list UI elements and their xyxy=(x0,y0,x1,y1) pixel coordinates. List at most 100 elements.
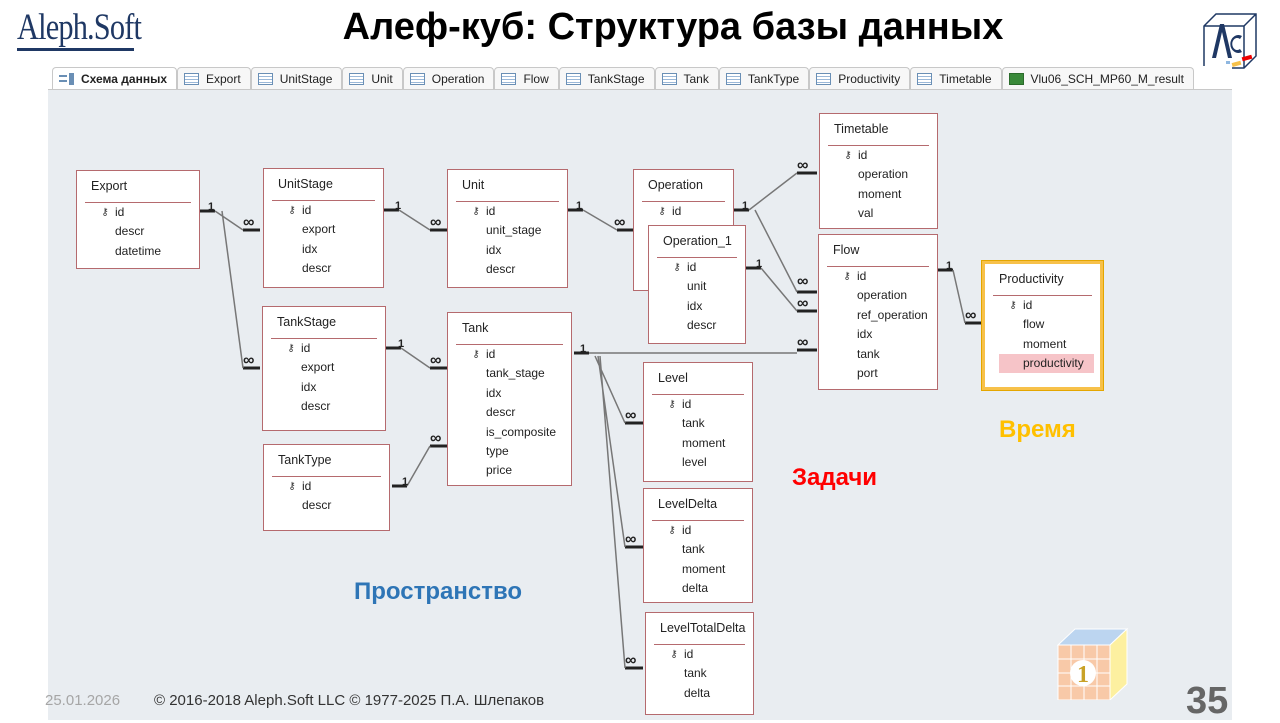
field-unit_stage[interactable]: unit_stage xyxy=(486,223,542,238)
field-price[interactable]: price xyxy=(486,463,513,478)
field-idx[interactable]: idx xyxy=(302,241,318,256)
page-number: 35 xyxy=(1186,680,1229,722)
primary-key-icon: ⚷ xyxy=(287,343,295,354)
field-operation[interactable]: operation xyxy=(857,288,908,303)
field-id[interactable]: id xyxy=(301,341,311,355)
tab-tankstage[interactable]: TankStage xyxy=(558,67,655,89)
field-tank[interactable]: tank xyxy=(682,542,705,557)
field-unit[interactable]: unit xyxy=(687,279,707,294)
field-ref_operation[interactable]: ref_operation xyxy=(857,307,928,322)
tab-timetable[interactable]: Timetable xyxy=(910,67,1002,89)
field-delta[interactable]: delta xyxy=(682,581,709,596)
tab-unit[interactable]: Unit xyxy=(342,67,403,89)
relationship-one-marker: 1 xyxy=(756,258,763,270)
field-idx[interactable]: idx xyxy=(486,385,502,400)
field-id[interactable]: id xyxy=(687,260,697,274)
field-moment[interactable]: moment xyxy=(682,435,726,450)
tasks-label: Задачи xyxy=(792,464,878,491)
field-id[interactable]: id xyxy=(857,269,867,283)
field-idx[interactable]: idx xyxy=(301,379,317,394)
tab-unitstage[interactable]: UnitStage xyxy=(250,67,343,89)
table-icon xyxy=(917,72,933,85)
tab-tank[interactable]: Tank xyxy=(654,67,719,89)
field-id[interactable]: id xyxy=(858,148,868,162)
primary-key-icon: ⚷ xyxy=(658,206,666,217)
field-id[interactable]: id xyxy=(115,205,125,219)
field-productivity[interactable]: productivity xyxy=(999,354,1094,374)
field-moment[interactable]: moment xyxy=(1023,336,1067,351)
field-idx[interactable]: idx xyxy=(687,298,703,313)
field-descr[interactable]: descr xyxy=(486,262,516,277)
field-descr[interactable]: descr xyxy=(687,318,717,333)
field-id[interactable]: id xyxy=(486,204,496,218)
field-type[interactable]: type xyxy=(486,444,509,458)
tab-export[interactable]: Export xyxy=(177,67,251,89)
field-val[interactable]: val xyxy=(858,206,874,221)
field-moment[interactable]: moment xyxy=(682,561,726,576)
field-id[interactable]: id xyxy=(1023,298,1033,312)
tab-operation[interactable]: Operation xyxy=(402,67,495,89)
tab-vlu06_sch_mp60_m_result[interactable]: Vlu06_SCH_MP60_M_result xyxy=(1001,67,1194,89)
relationship-many-marker: ∞ xyxy=(797,157,809,174)
primary-key-icon: ⚷ xyxy=(101,207,109,218)
relationship-one-marker: 1 xyxy=(208,201,215,213)
field-moment[interactable]: moment xyxy=(858,186,902,201)
field-is_composite[interactable]: is_composite xyxy=(486,424,557,439)
field-descr[interactable]: descr xyxy=(301,399,331,414)
field-operation[interactable]: operation xyxy=(858,167,909,182)
primary-key-icon: ⚷ xyxy=(843,271,851,282)
tab-схема-данных[interactable]: Схема данных xyxy=(52,67,177,89)
field-tank[interactable]: tank xyxy=(857,346,880,361)
field-id[interactable]: id xyxy=(672,204,682,218)
field-idx[interactable]: idx xyxy=(857,327,873,342)
logo-underline xyxy=(17,48,134,51)
field-level[interactable]: level xyxy=(682,455,707,470)
field-id[interactable]: id xyxy=(684,647,694,661)
field-tank_stage[interactable]: tank_stage xyxy=(486,366,545,381)
relationship-many-marker: ∞ xyxy=(430,430,442,447)
table-icon xyxy=(184,72,199,85)
field-export[interactable]: export xyxy=(301,360,335,375)
tab-productivity[interactable]: Productivity xyxy=(809,67,911,89)
field-port[interactable]: port xyxy=(857,366,878,380)
field-id[interactable]: id xyxy=(486,347,496,361)
tab-label: Схема данных xyxy=(81,71,167,86)
primary-key-icon: ⚷ xyxy=(673,262,681,273)
field-id[interactable]: id xyxy=(302,479,312,493)
table-title: Unit xyxy=(462,178,485,192)
tab-label: TankType xyxy=(747,71,800,86)
field-descr[interactable]: descr xyxy=(115,224,145,239)
table-icon xyxy=(816,72,832,85)
field-tank[interactable]: tank xyxy=(684,666,707,681)
title-divider xyxy=(654,644,745,645)
field-delta[interactable]: delta xyxy=(684,685,711,700)
field-datetime[interactable]: datetime xyxy=(115,243,162,258)
field-id[interactable]: id xyxy=(682,523,692,537)
tab-tanktype[interactable]: TankType xyxy=(718,67,810,89)
field-tank[interactable]: tank xyxy=(682,416,705,431)
field-descr[interactable]: descr xyxy=(302,261,332,276)
field-id[interactable]: id xyxy=(302,203,312,217)
relationship-many-marker: ∞ xyxy=(797,273,809,290)
field-descr[interactable]: descr xyxy=(302,498,332,513)
tab-flow[interactable]: Flow xyxy=(494,67,559,89)
title-divider xyxy=(272,200,375,201)
field-export[interactable]: export xyxy=(302,222,336,237)
field-flow[interactable]: flow xyxy=(1023,317,1045,332)
field-id[interactable]: id xyxy=(682,397,692,411)
field-descr[interactable]: descr xyxy=(486,405,516,420)
field-idx[interactable]: idx xyxy=(486,242,502,257)
